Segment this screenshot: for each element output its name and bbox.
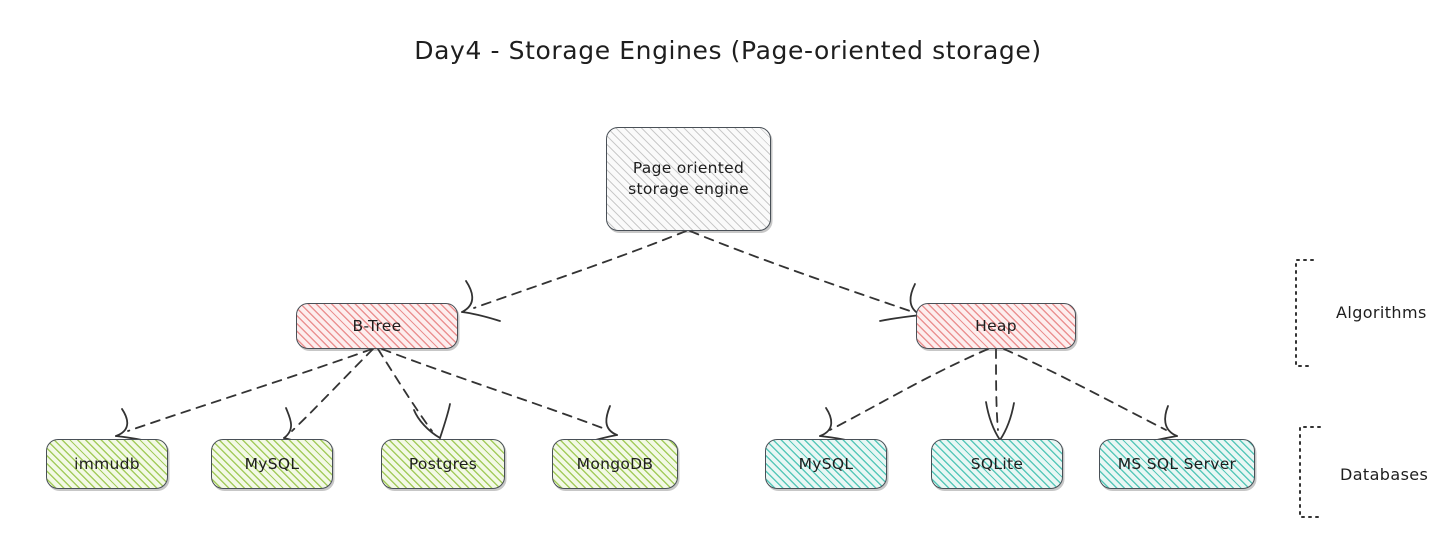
node-label: B-Tree (352, 316, 402, 335)
page-title: Day4 - Storage Engines (Page-oriented st… (414, 36, 1042, 65)
node-page-oriented-storage-engine[interactable]: Page oriented storage engine (606, 127, 771, 231)
edge-btree-to-mongodb (381, 348, 618, 446)
edge-btree-to-postgres (377, 348, 451, 439)
node-immudb[interactable]: immudb (46, 439, 168, 489)
node-label: MySQL (244, 454, 300, 473)
node-mysql-heap[interactable]: MySQL (765, 439, 887, 489)
node-label: MS SQL Server (1117, 454, 1237, 473)
node-ms-sql-server[interactable]: MS SQL Server (1099, 439, 1255, 489)
edge-heap-to-mssqlserver (1003, 348, 1178, 446)
algorithms-bracket (1295, 259, 1314, 367)
edge-root-to-btree (461, 230, 687, 322)
group-label-algorithms: Algorithms (1336, 303, 1427, 322)
node-mongodb[interactable]: MongoDB (552, 439, 678, 489)
node-label: MySQL (798, 454, 854, 473)
node-mysql-btree[interactable]: MySQL (211, 439, 333, 489)
edge-btree-to-mysql (283, 348, 374, 451)
node-label-line2: storage engine (628, 180, 749, 198)
node-postgres[interactable]: Postgres (381, 439, 505, 489)
group-label-databases: Databases (1340, 465, 1429, 484)
node-label: SQLite (970, 454, 1024, 473)
node-label-line1: Page oriented (632, 159, 745, 178)
edge-btree-to-immudb (115, 348, 373, 445)
node-label: Postgres (408, 454, 478, 473)
node-label: immudb (74, 454, 140, 473)
node-heap[interactable]: Heap (916, 303, 1076, 349)
node-b-tree[interactable]: B-Tree (296, 303, 458, 349)
node-label: MongoDB (576, 454, 654, 473)
node-label: Heap (975, 316, 1017, 335)
databases-bracket (1299, 426, 1321, 518)
node-sqlite[interactable]: SQLite (931, 439, 1063, 489)
edge-heap-to-mysql (819, 348, 989, 445)
edge-root-to-heap (689, 230, 922, 322)
edge-heap-to-sqlite (985, 348, 1015, 441)
